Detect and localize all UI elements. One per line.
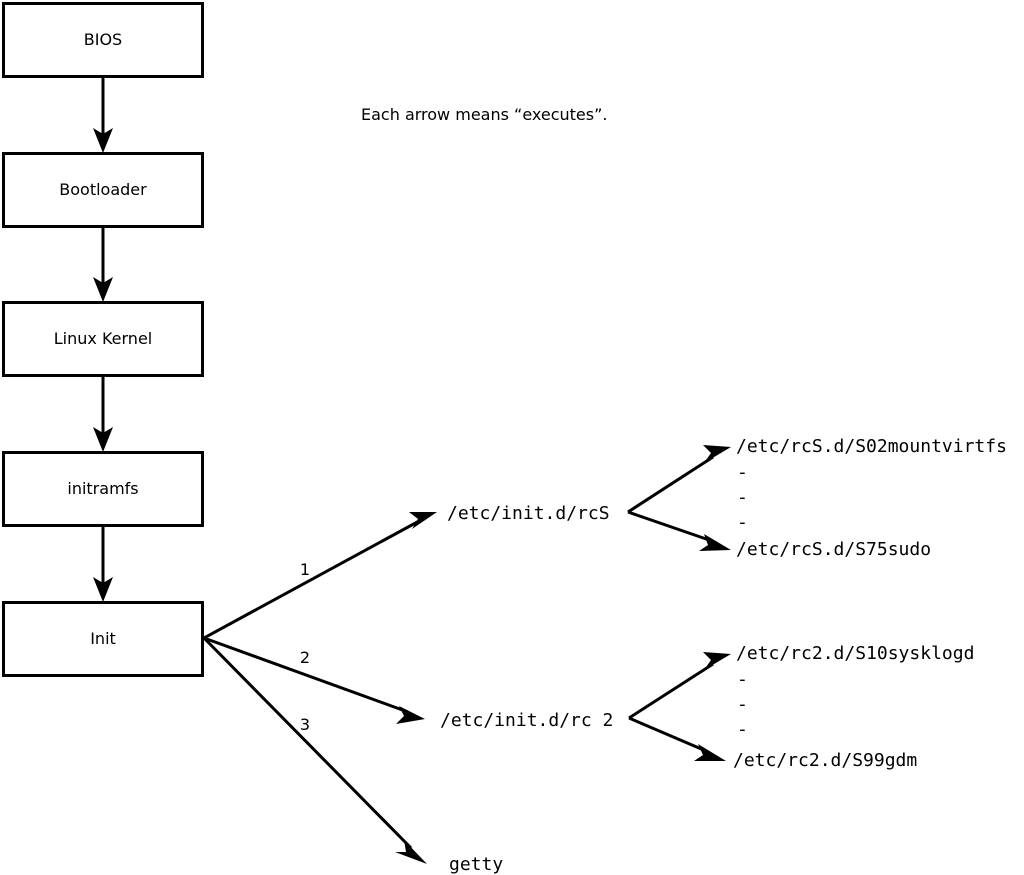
script-rcs-ellipsis-2: -	[737, 487, 748, 508]
arrowhead-rcs-first	[703, 445, 731, 463]
script-rc2-last[interactable]: /etc/rc2.d/S99gdm	[733, 750, 917, 771]
node-rc2-label[interactable]: /etc/init.d/rc 2	[440, 710, 613, 731]
arrowhead-init-rc2	[396, 706, 425, 724]
arrowhead-bootloader-kernel	[93, 277, 113, 302]
edge-rc2-to-scripts	[628, 652, 731, 761]
node-kernel-rect	[2, 301, 204, 377]
node-init-rect	[2, 601, 204, 677]
node-bootloader-label: Bootloader	[59, 180, 147, 199]
script-rc2-ellipsis-1: -	[737, 669, 748, 690]
node-initramfs-label: initramfs	[67, 479, 138, 498]
edge-initramfs-to-init	[93, 526, 113, 602]
node-bios-rect	[2, 2, 204, 78]
arrowhead-kernel-initramfs	[93, 427, 113, 452]
arrowhead-rc2-first	[703, 652, 731, 670]
node-kernel[interactable]: Linux Kernel	[2, 301, 204, 377]
edge-init-to-rcs: 1	[203, 512, 437, 640]
node-bios-label: BIOS	[84, 30, 122, 49]
edge-init-to-rc2: 2	[203, 636, 425, 724]
edge-label-1: 1	[300, 560, 310, 579]
edge-label-3: 3	[300, 715, 310, 734]
arrowhead-init-getty	[395, 840, 427, 864]
node-initramfs-rect	[2, 451, 204, 527]
node-initramfs[interactable]: initramfs	[2, 451, 204, 527]
node-bootloader[interactable]: Bootloader	[2, 152, 204, 228]
node-bootloader-rect	[2, 152, 204, 228]
edge-init-to-getty: 3	[202, 636, 427, 864]
edge-rcs-to-scripts	[627, 445, 731, 551]
script-rc2-ellipsis-3: -	[737, 719, 748, 740]
arrowhead-bios-bootloader	[93, 128, 113, 153]
node-kernel-label: Linux Kernel	[54, 329, 152, 348]
arrowhead-init-rcs	[409, 512, 437, 529]
node-init-label: Init	[90, 629, 116, 648]
edge-kernel-to-initramfs	[93, 376, 113, 452]
script-rc2-ellipsis-2: -	[737, 694, 748, 715]
edge-bootloader-to-kernel	[93, 227, 113, 302]
node-init[interactable]: Init	[2, 601, 204, 677]
script-rcs-ellipsis-1: -	[737, 462, 748, 483]
arrowhead-rcs-last	[699, 534, 731, 551]
edge-label-2: 2	[300, 648, 310, 667]
node-bios[interactable]: BIOS	[2, 2, 204, 78]
diagram-caption: Each arrow means “executes”.	[361, 105, 607, 124]
script-rc2-first[interactable]: /etc/rc2.d/S10sysklogd	[736, 643, 974, 664]
node-getty-label[interactable]: getty	[449, 854, 503, 875]
node-rcs-label[interactable]: /etc/init.d/rcS	[447, 503, 610, 524]
arrowhead-initramfs-init	[93, 577, 113, 602]
arrowhead-rc2-last	[694, 744, 726, 761]
script-rcs-ellipsis-3: -	[737, 512, 748, 533]
script-rcs-first[interactable]: /etc/rcS.d/S02mountvirtfs	[736, 436, 1007, 457]
script-rcs-last[interactable]: /etc/rcS.d/S75sudo	[736, 539, 931, 560]
edge-bios-to-bootloader	[93, 77, 113, 153]
